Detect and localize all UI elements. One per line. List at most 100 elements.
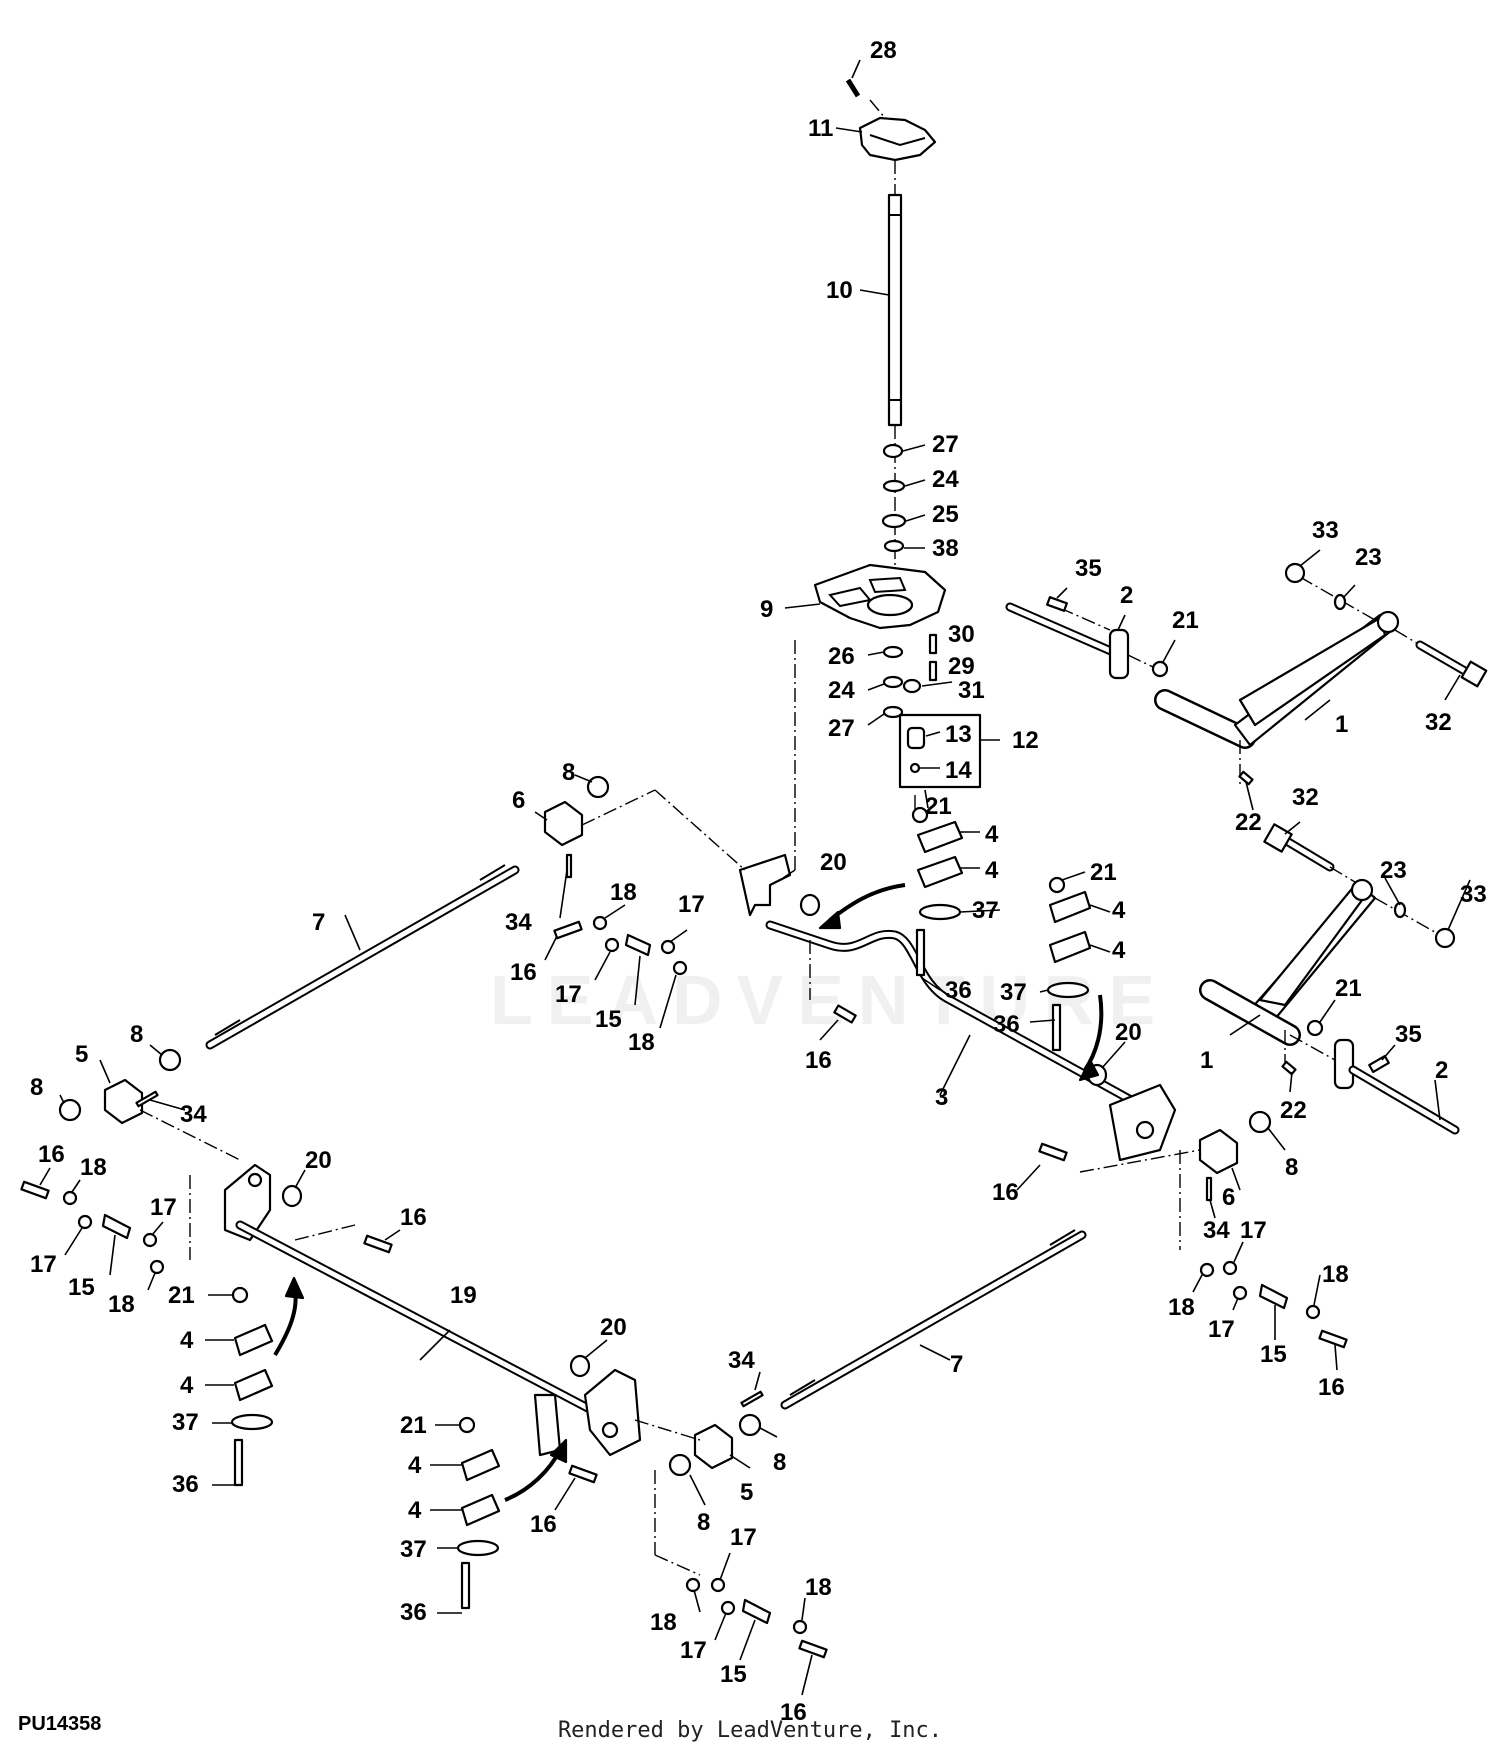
callout-21: 21	[168, 1282, 195, 1309]
callout-16: 16	[805, 1047, 832, 1074]
callout-20: 20	[305, 1147, 332, 1174]
bolt-35-lower	[1368, 1054, 1390, 1074]
callout-28: 28	[870, 37, 897, 64]
nut-17-bottom-b	[720, 1600, 736, 1616]
callout-24: 24	[828, 677, 855, 704]
pin-34-right	[1205, 1176, 1213, 1202]
retaining-ring-27-top	[882, 443, 904, 459]
callout-24: 24	[932, 466, 959, 493]
callout-8: 8	[1285, 1154, 1298, 1181]
bolt-16-lower-mid	[568, 1464, 598, 1484]
bolt-32-top	[1415, 640, 1488, 688]
callout-18: 18	[610, 879, 637, 906]
callout-37: 37	[400, 1536, 427, 1563]
washer-23-top	[1333, 593, 1347, 611]
callout-4: 4	[1112, 897, 1126, 924]
callout-7: 7	[950, 1351, 963, 1378]
callout-4: 4	[985, 821, 999, 848]
washer-20-left	[281, 1184, 303, 1208]
clamp-4-center-bottom	[916, 855, 964, 889]
callout-8: 8	[130, 1021, 143, 1048]
callout-4: 4	[1112, 937, 1126, 964]
nut-21-right	[1048, 876, 1066, 894]
nut-21-lower	[458, 1416, 476, 1434]
callout-16: 16	[1318, 1374, 1345, 1401]
nut-8-right	[1248, 1110, 1272, 1134]
washer-25	[881, 513, 907, 529]
nut-8-left-b	[58, 1098, 82, 1122]
clamp-4-right-top	[1048, 890, 1092, 924]
bolt-36-lower	[460, 1561, 471, 1610]
pin-34-upper	[565, 853, 573, 879]
spacer-31	[902, 678, 922, 694]
callout-37: 37	[172, 1409, 199, 1436]
callout-4: 4	[180, 1327, 194, 1354]
bolt-16-left	[20, 1180, 50, 1200]
watermark: LEADVENTURE	[490, 961, 1170, 1039]
nut-18-upper-b	[672, 960, 688, 976]
retaining-ring-27-bottom	[882, 705, 904, 719]
callout-34: 34	[505, 909, 532, 936]
callout-17: 17	[150, 1194, 177, 1221]
clamp-4-right-bottom	[1048, 930, 1092, 964]
callout-15: 15	[68, 1274, 95, 1301]
callout-21: 21	[1090, 859, 1117, 886]
washer-20-center	[799, 893, 821, 917]
lift-shaft-3	[738, 853, 1177, 1162]
callout-1: 1	[1200, 1047, 1213, 1074]
callout-21: 21	[925, 793, 952, 820]
callout-18: 18	[1168, 1294, 1195, 1321]
callout-4: 4	[985, 857, 999, 884]
callout-17: 17	[30, 1251, 57, 1278]
bolt-36-right	[1051, 1003, 1062, 1052]
callout-27: 27	[932, 431, 959, 458]
callout-15: 15	[1260, 1341, 1287, 1368]
callout-36: 36	[993, 1011, 1020, 1038]
bolt-32-lower	[1263, 823, 1335, 872]
nut-17-left-b	[142, 1232, 158, 1248]
nut-18-bottom-a	[685, 1577, 701, 1593]
bolt-16-bottom	[798, 1639, 828, 1659]
washer-38	[883, 539, 905, 553]
nut-8-upper	[586, 775, 610, 799]
callout-22: 22	[1235, 809, 1262, 836]
pin-22-top	[1238, 770, 1254, 786]
lift-arm-1-top	[1005, 602, 1400, 749]
callout-21: 21	[1172, 607, 1199, 634]
bolt-16-center	[833, 1004, 857, 1024]
callout-38: 38	[932, 535, 959, 562]
callout-22: 22	[1280, 1097, 1307, 1124]
callout-21: 21	[1335, 975, 1362, 1002]
callout-20: 20	[1115, 1019, 1142, 1046]
figure-id: PU14358	[18, 1713, 102, 1735]
tie-rod-7-upper	[205, 864, 520, 1050]
trunnion-5-left	[103, 1078, 144, 1125]
spring-clip-37-lower	[456, 1539, 500, 1557]
trunnion-5-lower	[693, 1423, 734, 1470]
callout-10: 10	[826, 277, 853, 304]
pin-22-lower	[1281, 1060, 1297, 1076]
bolt-36-left	[233, 1438, 244, 1487]
callout-2: 2	[1120, 582, 1133, 609]
threaded-rod-10	[887, 193, 903, 427]
callout-16: 16	[992, 1179, 1019, 1206]
nut-18-bottom-b	[792, 1619, 808, 1635]
washer-24-bottom	[882, 675, 904, 689]
washer-24-top	[882, 479, 906, 493]
callout-16: 16	[400, 1204, 427, 1231]
callout-32: 32	[1292, 784, 1319, 811]
trunnion-6-upper	[543, 800, 584, 847]
callout-3: 3	[935, 1084, 948, 1111]
pin-34-lower	[740, 1390, 764, 1408]
callout-17: 17	[555, 981, 582, 1008]
callout-16: 16	[38, 1141, 65, 1168]
callout-18: 18	[1322, 1261, 1349, 1288]
screw-29	[928, 660, 938, 682]
nut-8-lower-a	[738, 1413, 762, 1437]
callout-37: 37	[972, 897, 999, 924]
bolt-16-right-b	[1318, 1329, 1348, 1349]
nut-17-upper-a	[604, 937, 620, 953]
nut-17-upper-b	[660, 939, 676, 955]
spring-clip-37-center	[918, 903, 962, 921]
nut-17-bottom-a	[710, 1577, 726, 1593]
